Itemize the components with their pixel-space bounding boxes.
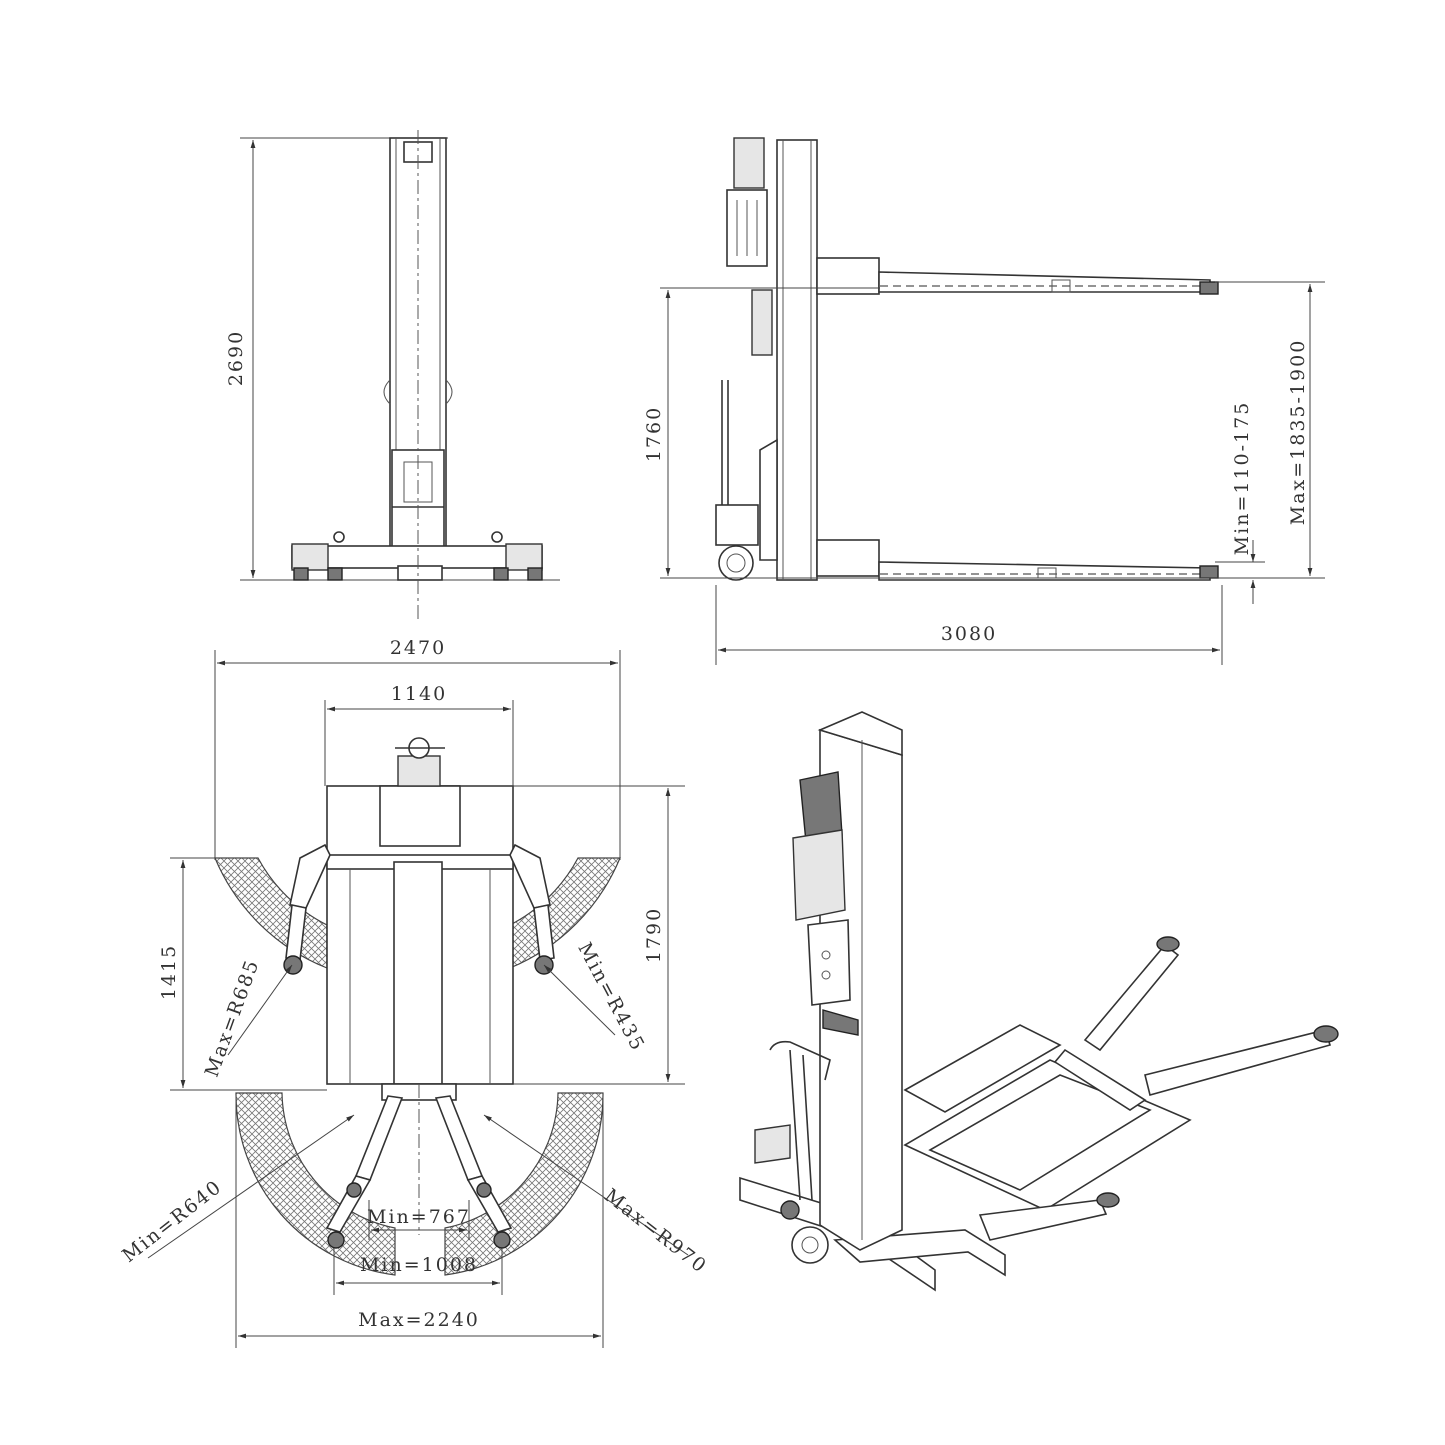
- top-view: 2470 1140 1790 1415 Max=R685 Min=R435 Mi…: [118, 637, 711, 1348]
- max-spread-label: Max=2240: [358, 1309, 480, 1331]
- side-column-height-label: 1760: [643, 406, 665, 462]
- front-height-label: 2690: [225, 330, 247, 386]
- isometric-view: [739, 711, 1339, 1292]
- top-depth-label: 1790: [643, 907, 665, 963]
- min-outer-spread-label: Min=1008: [360, 1254, 478, 1276]
- arm-max-radius-rear-label: Max=R970: [600, 1184, 711, 1278]
- side-width-label: 3080: [941, 623, 997, 645]
- side-min-height-label: Min=110-175: [1231, 401, 1253, 556]
- side-max-height-label: Max=1835-1900: [1287, 339, 1309, 526]
- min-spread-label: Min=767: [367, 1206, 471, 1228]
- top-column-width-label: 1140: [391, 683, 447, 705]
- front-view: 2690: [225, 130, 560, 620]
- top-overall-width-label: 2470: [390, 637, 446, 659]
- side-view: 1760 Min=110-175 Max=1835-1900 3080: [643, 137, 1325, 665]
- top-inner-depth-label: 1415: [158, 944, 180, 1000]
- arm-min-radius-rear-label: Min=R640: [118, 1176, 226, 1267]
- arm-min-radius-front-label: Min=R435: [573, 939, 649, 1056]
